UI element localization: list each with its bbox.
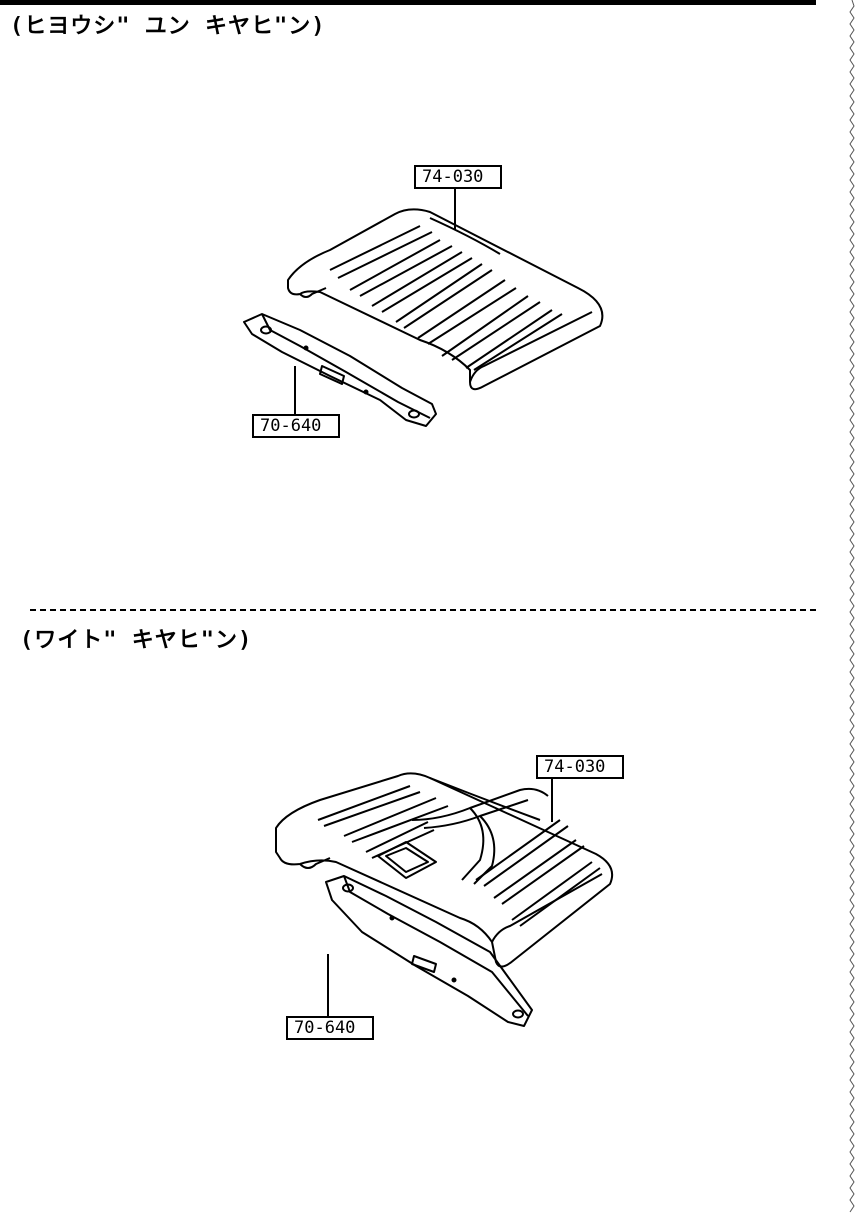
- part-label-std-roof-panel[interactable]: 74-030: [414, 165, 502, 189]
- part-label-wide-roof-panel[interactable]: 74-030: [536, 755, 624, 779]
- standard-front-header-rail: [243, 313, 437, 427]
- top-border-rule: [0, 0, 816, 5]
- standard-roof-panel: [287, 208, 604, 391]
- part-label-std-front-rail[interactable]: 70-640: [252, 414, 340, 438]
- scan-edge-pattern: [849, 0, 855, 1213]
- wide-front-header-rail: [325, 875, 533, 1027]
- section-title-wide-cab: (ワイト" キヤヒ"ン): [20, 628, 253, 653]
- standard-cab-roof-diagram: [243, 188, 604, 427]
- section-divider-dashed: [30, 609, 816, 611]
- part-label-wide-front-rail[interactable]: 70-640: [286, 1016, 374, 1040]
- section-title-standard-cab: (ヒヨウシ" ユン キヤヒ"ン): [10, 14, 326, 39]
- wide-roof-panel: [275, 772, 614, 968]
